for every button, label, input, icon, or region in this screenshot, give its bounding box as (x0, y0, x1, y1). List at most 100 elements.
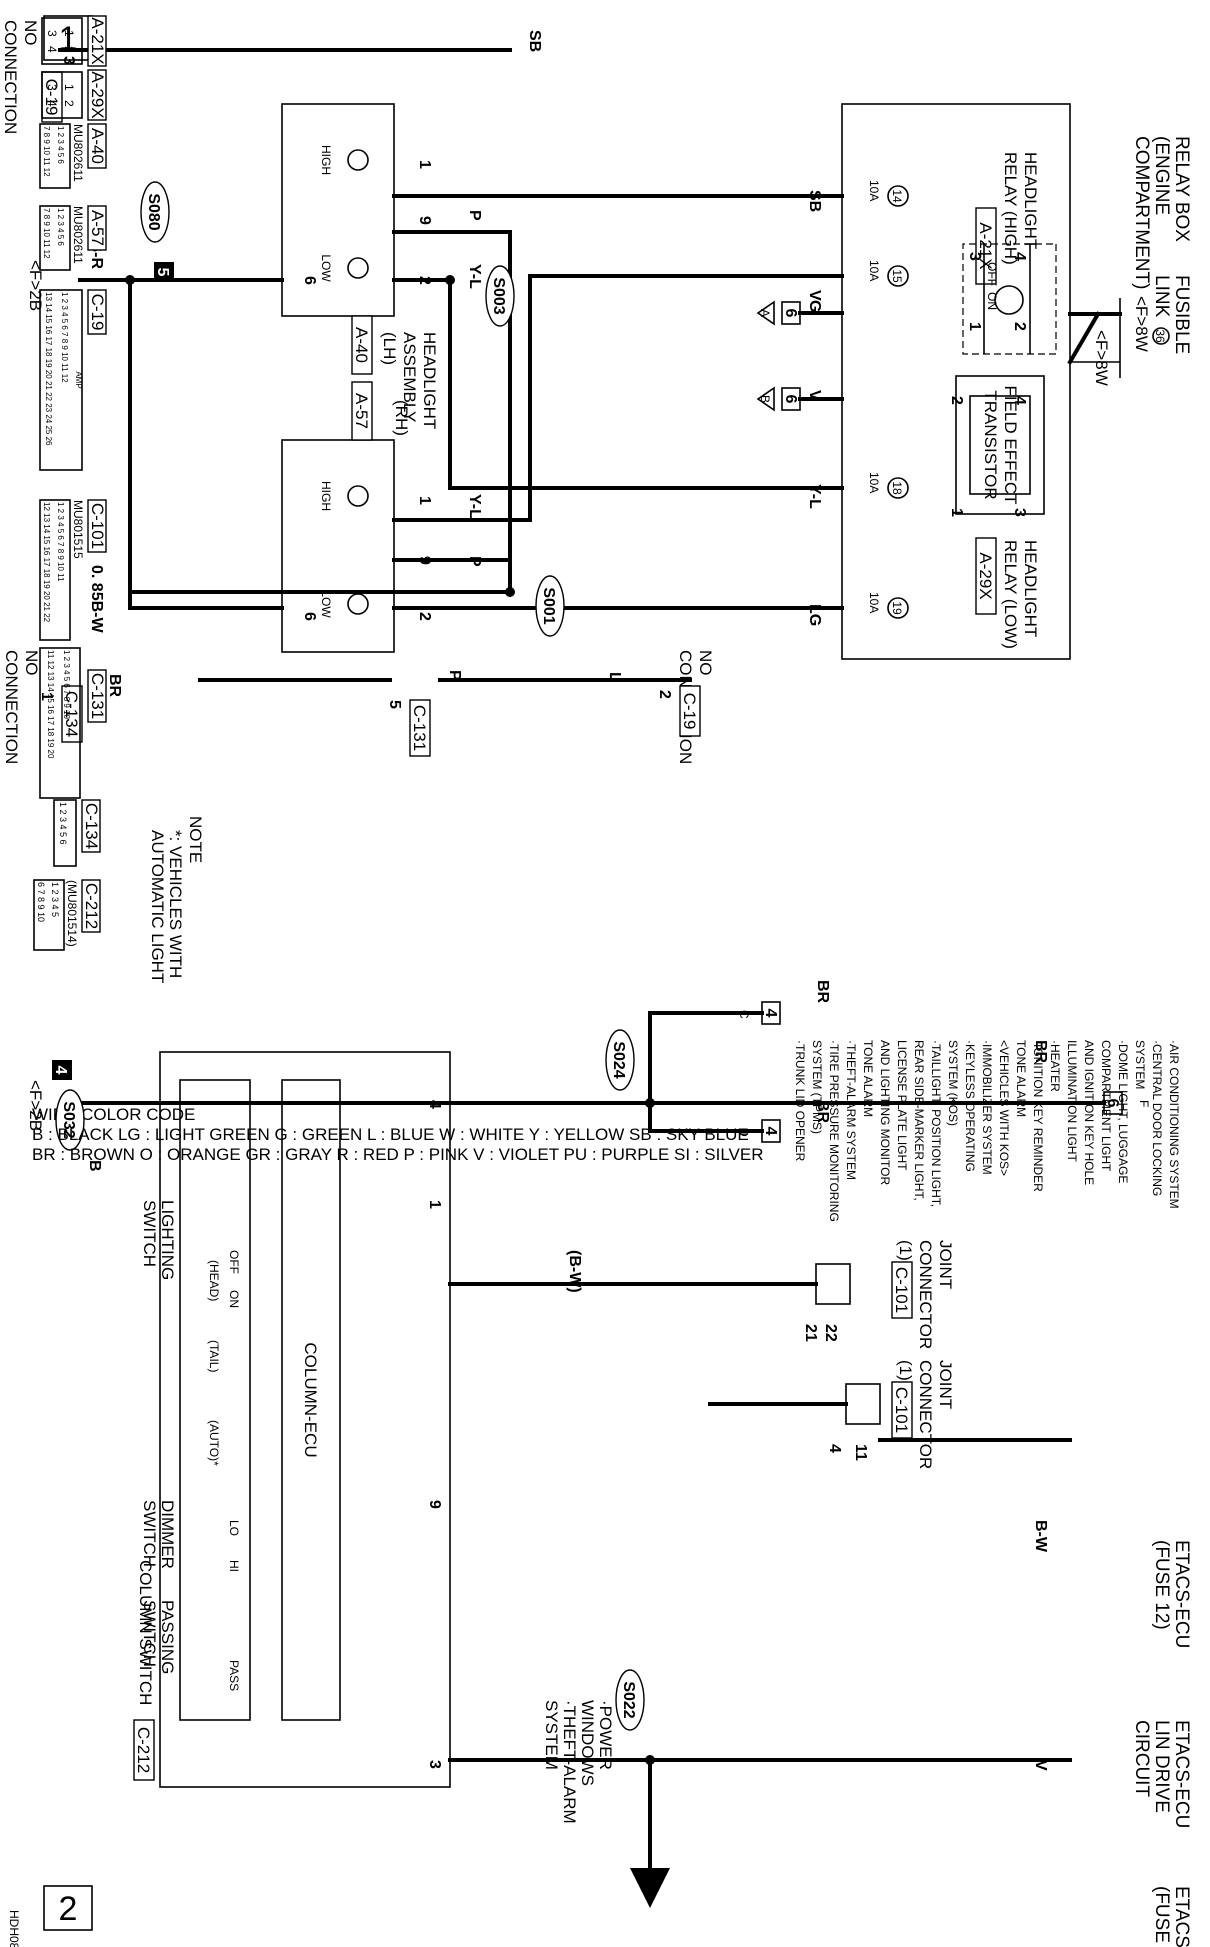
connector-view-c101: C-101 MU801515 1 2 3 4 5 6 7 8 9 10 11 1… (39, 499, 107, 641)
svg-text:A-21X: A-21X (88, 17, 107, 64)
svg-text:S001: S001 (540, 587, 557, 624)
svg-text:A-40: A-40 (88, 128, 107, 164)
svg-text:RELAY (LOW): RELAY (LOW) (1001, 540, 1020, 649)
svg-text:4: 4 (826, 1444, 843, 1453)
svg-text:5: 5 (154, 268, 171, 277)
svg-text:1: 1 (38, 692, 55, 701)
svg-text:1: 1 (948, 508, 965, 517)
splice-s080: S080 (140, 181, 170, 243)
svg-text:6: 6 (1104, 1099, 1121, 1108)
svg-text:ETACS-ECU: ETACS-ECU (1171, 1720, 1192, 1828)
svg-text:(1): (1) (896, 1360, 915, 1381)
svg-text:18: 18 (890, 481, 904, 495)
svg-text:4: 4 (45, 100, 59, 107)
svg-text:JOINT: JOINT (936, 1240, 955, 1289)
svg-text:*: VEHICLES WITH: *: VEHICLES WITH (166, 830, 185, 978)
svg-text:PASS: PASS (227, 1660, 241, 1691)
svg-text:S003: S003 (490, 277, 507, 314)
svg-text:P: P (466, 210, 483, 221)
svg-text:BR: BR (814, 980, 831, 1004)
svg-text:COLUMN SWITCH: COLUMN SWITCH (136, 1560, 155, 1705)
svg-text:6: 6 (301, 276, 318, 285)
svg-text:(B-W): (B-W) (566, 1250, 583, 1293)
svg-text:9: 9 (416, 216, 433, 225)
svg-text:1: 1 (966, 322, 983, 331)
svg-text:4: 4 (52, 1066, 69, 1075)
svg-text:ON: ON (227, 1290, 241, 1308)
svg-text:MU802611: MU802611 (71, 124, 85, 182)
svg-text:2: 2 (1011, 322, 1028, 331)
svg-text:RELAY (HIGH): RELAY (HIGH) (1001, 152, 1020, 265)
svg-text:JOINT: JOINT (936, 1360, 955, 1409)
svg-text:TRANSISTOR: TRANSISTOR (981, 390, 1000, 499)
svg-text:DIMMER: DIMMER (158, 1500, 177, 1569)
svg-text:ETACS-ECU: ETACS-ECU (1171, 1886, 1192, 1947)
svg-text:15: 15 (890, 269, 904, 283)
svg-text:HIGH: HIGH (319, 481, 333, 511)
page-number-1: 1 (43, 15, 93, 61)
svg-text:BR: BR (814, 1100, 831, 1124)
svg-text:9: 9 (426, 1500, 443, 1509)
svg-text:11: 11 (852, 1444, 869, 1461)
svg-text:C-212: C-212 (82, 883, 101, 929)
svg-text:19: 19 (890, 601, 904, 615)
svg-text:C-131: C-131 (88, 673, 107, 719)
svg-text:SWITCH: SWITCH (140, 1200, 159, 1267)
svg-text:(FUSE 8): (FUSE 8) (1151, 1886, 1172, 1947)
svg-text:1: 1 (62, 84, 76, 91)
fusible-link: FUSIBLE LINK 36 <F>8W <F>8W (1067, 275, 1192, 386)
svg-text:AMP: AMP (74, 371, 83, 388)
svg-text:2: 2 (948, 396, 965, 405)
svg-text:S024: S024 (610, 1041, 627, 1078)
headlight-assembly-rh: HIGH LOW 1 9 2 6 (RH) A-57 Y-L P (281, 381, 483, 653)
svg-text:B: B (758, 395, 772, 403)
svg-text:(RH): (RH) (392, 400, 411, 436)
systems-list-line: AND LIGHTING MONITOR (878, 1040, 892, 1185)
svg-text:6: 6 (301, 612, 318, 621)
svg-text:G: G (806, 300, 823, 312)
systems-list-line: TONE ALARM (1014, 1040, 1028, 1117)
wire-color-code-line: BR : BROWN O : ORANGE GR : GRAY R : RED … (32, 1145, 764, 1164)
no-connection-c19-pin2: NO CONNECTION C-19 2 L (606, 650, 715, 764)
svg-text:L: L (606, 672, 623, 682)
svg-text:(LH): (LH) (380, 332, 399, 365)
systems-list-line: ·TIRE PRESSURE MONITORING (827, 1040, 841, 1222)
svg-text:CONNECTION: CONNECTION (2, 650, 21, 764)
systems-list-line: ·IGNITION KEY REMINDER (1031, 1040, 1045, 1192)
svg-text:22: 22 (822, 1324, 839, 1342)
svg-text:CONNECTION: CONNECTION (1, 20, 20, 134)
svg-text:(HEAD): (HEAD) (207, 1260, 221, 1301)
svg-text:B: B (86, 1160, 103, 1172)
svg-text:SYSTEM: SYSTEM (542, 1700, 561, 1770)
svg-text:HEADLIGHT: HEADLIGHT (1021, 152, 1040, 249)
connector-a40-label: A-40 (352, 327, 371, 363)
systems-list-line: ·TAILLIGHT, POSITION LIGHT, (929, 1040, 943, 1207)
svg-text:4: 4 (45, 46, 59, 53)
joint-connector-2: JOINT CONNECTOR (1) C-101 22 21 (802, 1240, 955, 1349)
svg-text:10A: 10A (867, 180, 881, 201)
systems-list-line: COMPARTMENT LIGHT (1099, 1040, 1113, 1172)
no-connection-c134-pin1: NO CONNECTION C-134 1 BR (2, 650, 123, 764)
svg-text:BR: BR (106, 674, 123, 698)
svg-text:V: V (806, 290, 823, 301)
svg-text:CIRCUIT: CIRCUIT (1131, 1720, 1152, 1797)
svg-text:A-57: A-57 (88, 210, 107, 246)
headlight-assembly-lh: HIGH LOW 1 9 2 6 HEADLIGHT ASSEMBLY (LH)… (281, 103, 483, 429)
svg-text:10A: 10A (867, 472, 881, 493)
svg-text:NO: NO (21, 20, 40, 46)
br-ref-c: BR 4 C (737, 980, 831, 1025)
connector-view-a40: A-40 MU802611 1 2 3 4 5 6 7 8 9 10 11 12 (39, 123, 107, 189)
svg-text:LO: LO (227, 1520, 241, 1536)
svg-text:<F>2B: <F>2B (26, 1080, 45, 1131)
systems-list-line: ·HEATER (1048, 1040, 1062, 1092)
svg-text:2: 2 (62, 100, 76, 107)
svg-text:Y-L: Y-L (806, 484, 823, 509)
svg-text:1 2 3 4 5: 1 2 3 4 5 (50, 882, 60, 917)
svg-text:<F>8W: <F>8W (1132, 296, 1151, 352)
splice-s001: S001 (535, 575, 565, 637)
connector-views: A-21X 1 2 3 4 A-29X 1 2 3 4 A-40 MU80261… (33, 15, 107, 951)
headlight-relay-high: HEADLIGHT RELAY (HIGH) A-21X OFF ON 4 3 … (962, 152, 1057, 355)
svg-text:1: 1 (426, 1200, 443, 1209)
